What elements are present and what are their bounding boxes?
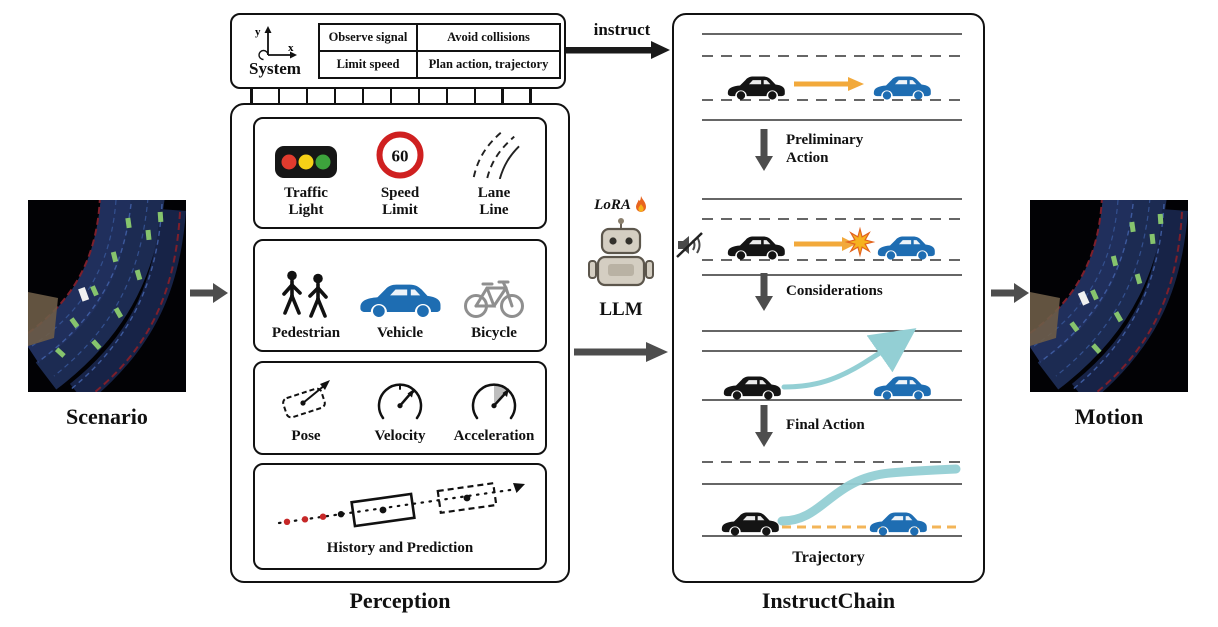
instructchain-label: InstructChain — [761, 588, 896, 613]
arrow-scenario-to-perception — [190, 283, 228, 303]
speed-limit-icon: 60 — [376, 131, 424, 179]
perception-item: Pedestrian — [259, 249, 353, 342]
ego-car-icon — [727, 76, 785, 100]
llm-label: LLM — [599, 299, 643, 320]
motion-panel: Motion — [1030, 200, 1188, 430]
lora-badge: LoRA — [594, 196, 648, 214]
trajectory-label: Trajectory — [792, 549, 865, 566]
perception-item-label: Vehicle — [376, 325, 424, 342]
motion-image — [1030, 200, 1188, 392]
system-rule: Observe signal — [320, 25, 416, 50]
agent-car-icon — [869, 512, 927, 536]
down-arrow-icon — [755, 129, 773, 171]
lane-line-icon — [472, 132, 520, 180]
chain-step-final: Final Action — [754, 405, 865, 447]
perception-item-label: Velocity — [374, 428, 426, 445]
down-arrow-icon — [755, 405, 773, 447]
chain-scene-considerations — [702, 198, 962, 276]
agent-car-icon — [873, 76, 931, 100]
velocity-gauge-icon — [377, 383, 423, 420]
trajectory-arrow-icon — [781, 328, 917, 390]
chain-scene-preliminary — [702, 33, 962, 121]
system-header: y x System — [232, 23, 318, 79]
system-label: System — [249, 59, 301, 78]
instruct-label: instruct — [593, 20, 651, 39]
collision-burst-icon — [844, 226, 876, 258]
llm-block: LoRA LLM — [576, 196, 666, 321]
scenario-label: Scenario — [66, 404, 148, 429]
perception-subbox-history: History and Prediction — [253, 463, 547, 570]
perception-item-label: Pose — [291, 428, 321, 445]
system-perception-connectors — [250, 89, 532, 103]
system-rules-table: Observe signal Avoid collisions Limit sp… — [318, 23, 561, 79]
perception-item-label: Bicycle — [471, 325, 517, 342]
perception-subbox-agents: Pedestrian Vehicle — [253, 239, 547, 352]
perception-box: Traffic Light 60 Speed Limit Lane Line — [230, 103, 570, 583]
instruct-arrow — [566, 41, 670, 59]
perception-item-label: Acceleration — [453, 428, 535, 445]
history-prediction-label: History and Prediction — [326, 540, 474, 557]
vehicle-icon — [360, 284, 441, 318]
perception-item-label: Traffic Light — [284, 185, 328, 219]
perception-item: Traffic Light — [259, 127, 353, 219]
ego-car-icon — [723, 376, 781, 400]
perception-item: Acceleration — [447, 371, 541, 445]
svg-text:x: x — [288, 42, 294, 54]
svg-text:60: 60 — [392, 147, 409, 166]
chain-step-preliminary: Preliminary Action — [754, 129, 874, 171]
perception-label: Perception — [349, 588, 451, 613]
perception-item: Lane Line — [447, 127, 541, 219]
perception-item: Pose — [259, 371, 353, 445]
perception-subbox-dynamics: Pose Velocity — [253, 361, 547, 455]
svg-text:y: y — [255, 26, 261, 38]
chain-scene-trajectory — [702, 461, 962, 537]
chain-step-considerations: Considerations — [754, 273, 883, 311]
perception-item-label: Lane Line — [477, 185, 511, 219]
step-label: Final Action — [786, 417, 865, 434]
motion-label: Motion — [1074, 404, 1144, 429]
agent-car-icon — [877, 236, 935, 260]
step-label: Preliminary Action — [786, 132, 864, 166]
arrow-instructchain-to-motion — [991, 283, 1029, 303]
scenario-image — [28, 200, 186, 392]
system-box: y x System Observe signal Avoid collisio… — [230, 13, 566, 89]
bicycle-icon — [464, 280, 524, 319]
arrow-perception-to-instructchain — [574, 342, 668, 362]
pedestrian-icon — [282, 270, 328, 319]
perception-item-label: Pedestrian — [271, 325, 341, 342]
step-label: Considerations — [786, 283, 883, 300]
coordinate-axes-icon: y x — [255, 26, 297, 61]
perception-item: 60 Speed Limit — [353, 127, 447, 219]
action-arrow-icon — [794, 237, 856, 251]
perception-subbox-signs: Traffic Light 60 Speed Limit Lane Line — [253, 117, 547, 229]
flame-icon — [635, 196, 646, 212]
perception-item: Vehicle — [353, 249, 447, 342]
agent-car-icon — [873, 376, 931, 400]
ego-car-icon — [721, 512, 779, 536]
history-prediction-graphic — [277, 482, 525, 528]
system-rule: Limit speed — [320, 52, 416, 77]
chain-scene-final — [702, 328, 962, 401]
scenario-panel: Scenario — [28, 200, 186, 430]
perception-item: Velocity — [353, 371, 447, 445]
perception-item-label: Speed Limit — [380, 185, 420, 219]
down-arrow-icon — [755, 273, 773, 311]
no-honk-icon — [676, 232, 703, 258]
system-rule: Avoid collisions — [418, 25, 559, 50]
system-rule: Plan action, trajectory — [418, 52, 559, 77]
trajectory-curve-icon — [777, 464, 961, 526]
pose-icon — [282, 380, 330, 419]
action-arrow-icon — [794, 77, 864, 91]
perception-item: Bicycle — [447, 249, 541, 342]
traffic-light-icon — [275, 146, 337, 179]
ego-car-icon — [727, 236, 785, 260]
instructchain-box: Preliminary Action — [672, 13, 985, 583]
robot-llm-icon — [588, 218, 654, 287]
lora-label: LoRA — [594, 197, 631, 213]
acceleration-gauge-icon — [471, 383, 517, 420]
